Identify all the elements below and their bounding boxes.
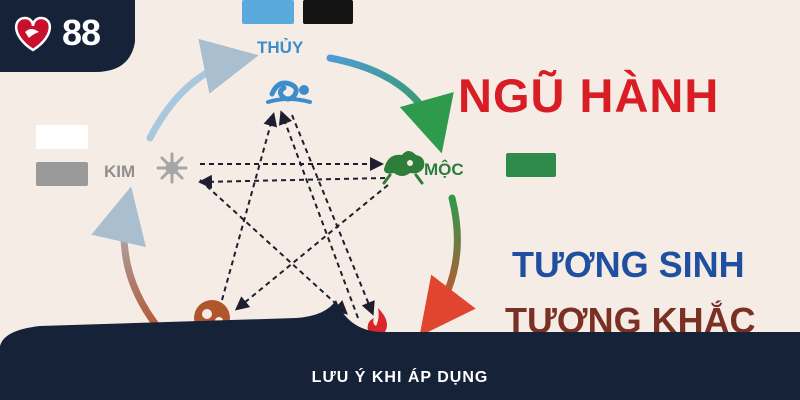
kim-swatch-grey (36, 162, 88, 186)
control-arrow-kim-hoa (199, 179, 348, 315)
subtitle-tuong-sinh: TƯƠNG SINH (512, 244, 745, 285)
control-arrow-hoa-thuy (278, 110, 359, 319)
control-arrow-moc-kim (198, 174, 386, 189)
thuy-swatch-blue (242, 0, 294, 24)
fire-flame-icon (367, 308, 387, 338)
thuy-label: THỦY (257, 38, 304, 57)
wood-dragon-icon (382, 151, 425, 185)
logo-badge-shape (0, 0, 135, 72)
cycle-arrow-thuy-moc (326, 54, 454, 154)
control-arrow-tho-thuy (221, 112, 278, 301)
kim-swatch-white (36, 125, 88, 149)
metal-star-icon (156, 152, 188, 184)
banner-title: LƯU Ý KHI ÁP DỤNG (311, 369, 489, 386)
page-title: NGŨ HÀNH (458, 69, 720, 122)
logo-text: 88 (62, 12, 101, 53)
heart-bird-icon (15, 16, 51, 52)
moc-label: MỘC (424, 160, 464, 179)
moc-swatch-green (506, 153, 556, 177)
brand-logo[interactable]: 88 (0, 0, 135, 75)
kim-label: KIM (104, 162, 136, 181)
cycle-arrow-moc-hoa (419, 194, 476, 337)
thuy-swatch-black (303, 0, 353, 24)
cycle-arrow-tho-kim (91, 186, 164, 334)
water-cloud-icon (266, 80, 312, 104)
cycle-arrow-kim-thuy (146, 38, 259, 142)
